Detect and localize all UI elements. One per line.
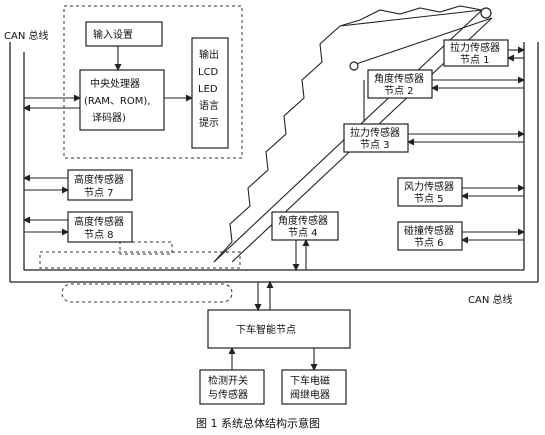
svg-text:节点 7: 节点 7 <box>84 187 114 199</box>
svg-text:高度传感器: 高度传感器 <box>74 173 124 186</box>
svg-text:节点 4: 节点 4 <box>288 227 318 239</box>
svg-text:角度传感器: 角度传感器 <box>374 72 424 85</box>
svg-text:下车智能节点: 下车智能节点 <box>236 323 296 336</box>
svg-text:拉力传感器: 拉力传感器 <box>450 41 500 54</box>
svg-text:碰撞传感器: 碰撞传感器 <box>404 224 454 237</box>
svg-text:风力传感器: 风力传感器 <box>404 180 454 193</box>
collision-sensor-node-6: 碰撞传感器 节点 6 <box>397 221 463 251</box>
lower-vehicle-node: 下车智能节点 <box>207 309 351 349</box>
svg-text:节点 5: 节点 5 <box>414 193 444 205</box>
output-box: 输出 LCD LED 语言 提示 <box>191 37 229 149</box>
svg-text:节点 1: 节点 1 <box>460 54 490 66</box>
wind-sensor-node-5: 风力传感器 节点 5 <box>397 177 463 207</box>
svg-text:拉力传感器: 拉力传感器 <box>350 126 400 139</box>
output-line-5: 提示 <box>199 117 219 129</box>
svg-text:阀继电器: 阀继电器 <box>290 388 330 401</box>
figure-caption: 图 1 系统总体结构示意图 <box>196 416 320 430</box>
output-line-1: 输出 <box>199 48 219 61</box>
output-line-2: LCD <box>198 67 219 78</box>
output-line-4: 语言 <box>199 99 219 112</box>
height-sensor-node-7: 高度传感器 节点 7 <box>67 169 133 201</box>
svg-text:角度传感器: 角度传感器 <box>278 214 328 227</box>
height-sensor-node-8: 高度传感器 节点 8 <box>67 211 133 243</box>
valve-relay-box: 下车电磁 阀继电器 <box>281 369 347 405</box>
can-bus-label-top: CAN 总线 <box>4 29 48 42</box>
cpu-line-2: (RAM、ROM), <box>84 96 150 107</box>
svg-text:高度传感器: 高度传感器 <box>74 215 124 228</box>
input-setup-label: 输入设置 <box>93 28 133 41</box>
svg-text:节点 6: 节点 6 <box>414 237 444 249</box>
detect-switch-box: 检测开关 与传感器 <box>199 369 265 405</box>
output-line-3: LED <box>198 84 218 95</box>
angle-sensor-node-4: 角度传感器 节点 4 <box>271 211 339 241</box>
tension-sensor-node-1: 拉力传感器 节点 1 <box>443 39 509 67</box>
svg-text:下车电磁: 下车电磁 <box>290 374 330 387</box>
cpu-line-1: 中央处理器 <box>90 77 140 90</box>
can-bus-label-bottom: CAN 总线 <box>468 293 512 306</box>
svg-text:节点 8: 节点 8 <box>84 229 114 241</box>
svg-text:与传感器: 与传感器 <box>208 388 248 401</box>
svg-text:节点 2: 节点 2 <box>384 85 414 97</box>
angle-sensor-node-2: 角度传感器 节点 2 <box>367 69 433 99</box>
cpu-box: 中央处理器 (RAM、ROM), 译码器) <box>79 69 165 131</box>
tension-sensor-node-3: 拉力传感器 节点 3 <box>343 123 409 153</box>
input-setup-box: 输入设置 <box>85 21 163 47</box>
crane-illustration <box>39 5 493 303</box>
svg-text:检测开关: 检测开关 <box>208 374 248 387</box>
cpu-line-3: 译码器) <box>92 112 126 124</box>
svg-text:节点 3: 节点 3 <box>360 139 390 151</box>
controller-enclosure <box>63 5 243 159</box>
